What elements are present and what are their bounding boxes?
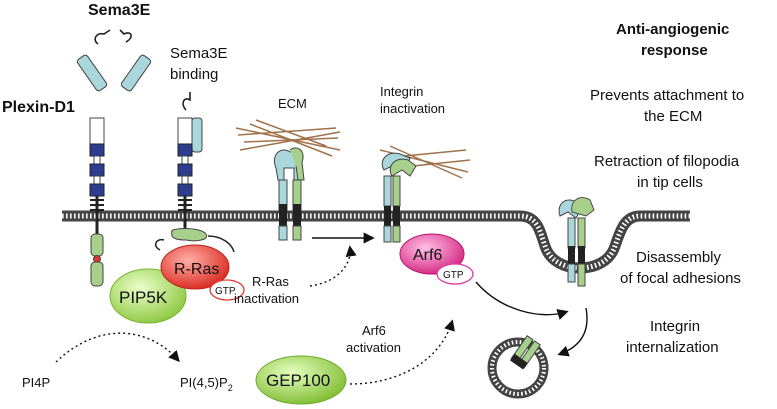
gtp-rras-label: GTP [215,286,236,297]
gep100-label: GEP100 [266,371,330,390]
response-title-line1: Anti-angiogenic [616,21,729,38]
arrow-pi4p-to-pip2 [55,332,180,363]
r-ras-node [160,244,230,290]
ecm-label: ECM [278,96,307,111]
plexin-d1-label: Plexin-D1 [2,99,75,116]
plexin-d1-receptor-unbound [89,117,105,287]
pi4p-label: PI4P [22,375,50,390]
pip5k-node [109,268,187,324]
integrin-ecm-bound [274,147,305,241]
response-item1-line1: Prevents attachment to [590,87,744,104]
gtp-arf6-label: GTP [443,270,464,281]
sema3e-dimer [76,29,152,92]
r-ras-label: R-Ras [174,261,219,278]
integrin-inactivated [381,152,417,243]
arf6-node [399,233,465,275]
pi45p2-label: PI(4,5)P2 [180,375,233,393]
response-item2-line2: in tip cells [637,174,703,191]
response-item3-line2: of focal adhesions [620,270,741,287]
response-item4-line2: internalization [626,339,719,356]
response-title-line2: response [641,42,708,59]
sema3e-binding-label-line1: Sema3E [170,45,228,62]
gep100-node [255,355,347,405]
ecm-fibers [235,119,341,157]
gtp-badge-rras [209,279,245,301]
pip5k-label: PIP5K [119,288,168,307]
arf6-activation-label-line2: activation [346,340,401,355]
integrin-inactivation-label-line1: Integrin [380,84,423,99]
response-item3-line1: Disassembly [636,249,722,266]
gtp-badge-arf6 [436,263,474,285]
plexin-d1-receptor-bound [154,92,235,253]
arf6-label: Arf6 [413,247,442,264]
arf6-activation-label-line1: Arf6 [362,323,386,338]
sema3e-label: Sema3E [88,2,151,19]
r-ras-inactivation-label-line1: R-Ras [252,274,289,289]
response-item2-line1: Retraction of filopodia [594,153,740,170]
sema3e-binding-label-line2: binding [170,66,218,83]
endosome-vesicle [487,335,549,399]
arrow-arf6-to-internalization [475,281,569,320]
response-item1-line2: the ECM [644,108,702,125]
arrow-membrane-to-endosome [557,307,588,357]
arrows [55,232,588,385]
r-ras-inactivation-label-line2: inactivation [234,291,299,306]
arrow-arf6-activation [349,319,455,385]
response-item4-line1: Integrin [650,318,700,335]
integrin-inactivation-label-line2: inactivation [380,101,445,116]
arrow-rras-inactivation [309,245,357,287]
integrin-internalizing [558,197,595,287]
